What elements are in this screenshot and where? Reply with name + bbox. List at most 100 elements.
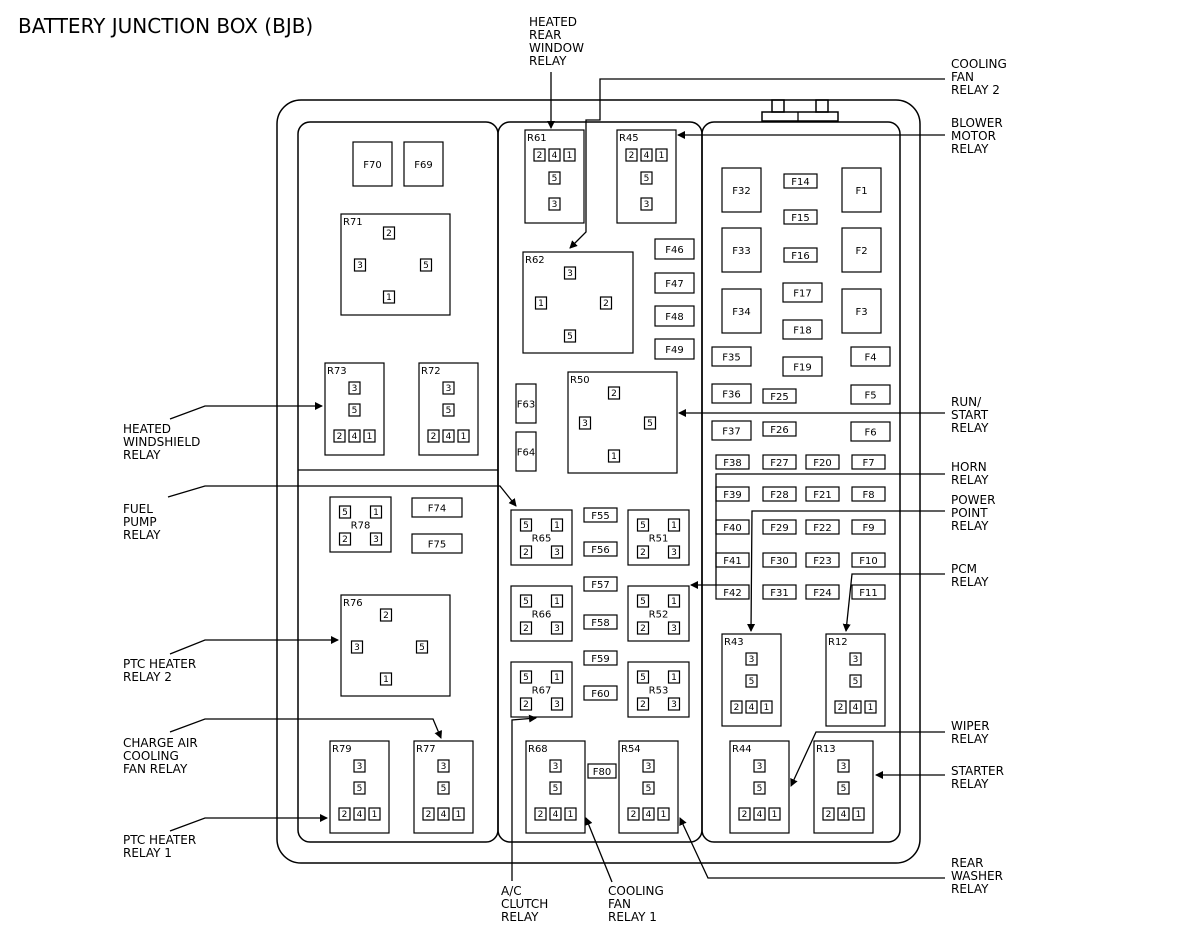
pin-label: 3 (446, 384, 452, 394)
fuse-label: F35 (722, 353, 740, 364)
fuse-label: F59 (591, 654, 609, 665)
fuse-f5: F5 (850, 384, 891, 405)
fuse-f31: F31 (762, 584, 797, 600)
pin-label: 5 (646, 784, 652, 794)
leader-charge-air (169, 718, 442, 739)
fuse-label: F17 (793, 289, 811, 300)
pin-label: 5 (352, 406, 358, 416)
callout-line: COOLING (123, 749, 179, 763)
pin-label: 3 (354, 643, 360, 653)
fuse-label: F37 (722, 427, 740, 438)
fuse-label: F7 (862, 458, 874, 469)
pin-label: 1 (772, 810, 778, 820)
fuse-f25: F25 (762, 388, 797, 404)
fuse-label: F80 (593, 767, 611, 778)
callout-line: START (951, 408, 989, 422)
pin-label: 5 (423, 261, 429, 271)
pin-label: 2 (426, 810, 432, 820)
fuse-label: F32 (732, 186, 750, 197)
relay-label: R71 (343, 217, 363, 228)
fuse-f30: F30 (762, 552, 797, 568)
pin-label: 3 (853, 655, 859, 665)
pin-label: 5 (853, 677, 859, 687)
fuse-f38: F38 (715, 454, 750, 470)
pin-label: 3 (671, 548, 677, 558)
callout-line: RELAY 2 (951, 83, 1000, 97)
fuse-f27: F27 (762, 454, 797, 470)
fuse-label: F48 (665, 312, 683, 323)
relay-label: R44 (732, 744, 752, 755)
pin-label: 1 (386, 293, 392, 303)
fuse-label: F16 (791, 251, 809, 262)
relay-label: R54 (621, 744, 641, 755)
relay-label: R62 (525, 255, 545, 266)
pin-label: 4 (646, 810, 652, 820)
fuse-f22: F22 (805, 519, 840, 535)
fuse-f37: F37 (711, 420, 752, 441)
fuse-label: F27 (770, 458, 788, 469)
callout-line: MOTOR (951, 129, 996, 143)
right-compartment (701, 121, 901, 843)
fuse-label: F34 (732, 307, 750, 318)
fuse-f18: F18 (782, 319, 823, 340)
pin-label: 3 (567, 269, 573, 279)
fuse-f9: F9 (851, 519, 886, 535)
pin-label: 5 (567, 332, 573, 342)
pin-label: 5 (841, 784, 847, 794)
page-title: BATTERY JUNCTION BOX (BJB) (18, 14, 313, 38)
fuse-f59: F59 (583, 650, 618, 666)
pin-label: 2 (383, 611, 389, 621)
fuse-label: F47 (665, 279, 683, 290)
pin-label: 4 (757, 810, 763, 820)
relay-label: R13 (816, 744, 836, 755)
leader-ptc-heater-1 (169, 814, 328, 832)
fuse-label: F9 (862, 523, 874, 534)
pin-label: 5 (644, 174, 650, 184)
leader-rear-washer (679, 817, 945, 879)
pin-label: 1 (856, 810, 862, 820)
fuse-label: F63 (517, 400, 535, 411)
callout-line: RELAY 1 (123, 846, 172, 860)
fuse-label: F55 (591, 511, 609, 522)
fuse-f70: F70 (352, 141, 393, 187)
fuse-f49: F49 (654, 338, 695, 360)
pin-label: 1 (456, 810, 462, 820)
pin-label: 3 (841, 762, 847, 772)
pin-label: 2 (523, 548, 529, 558)
callout-line: RELAY (951, 882, 989, 896)
fuse-label: F11 (859, 588, 877, 599)
relay-label: R43 (724, 637, 744, 648)
callout-line: REAR (951, 856, 983, 870)
fuse-f46: F46 (654, 238, 695, 260)
fuse-label: F15 (791, 213, 809, 224)
relay-label: R78 (351, 521, 371, 532)
fuse-f40: F40 (715, 519, 750, 535)
fuse-f58: F58 (583, 614, 618, 630)
fuse-f20: F20 (805, 454, 840, 470)
fuse-f19: F19 (782, 356, 823, 377)
fuse-f17: F17 (782, 282, 823, 303)
fuse-f1: F1 (841, 167, 882, 213)
callout-line: POWER (951, 493, 995, 507)
fuse-label: F22 (813, 523, 831, 534)
pin-label: 1 (671, 597, 677, 607)
callout-line: WINDSHIELD (123, 435, 200, 449)
pin-label: 1 (554, 673, 560, 683)
pin-label: 2 (342, 810, 348, 820)
fuse-label: F42 (723, 588, 741, 599)
leader-ptc-heater-2 (169, 636, 339, 655)
pin-label: 5 (419, 643, 425, 653)
